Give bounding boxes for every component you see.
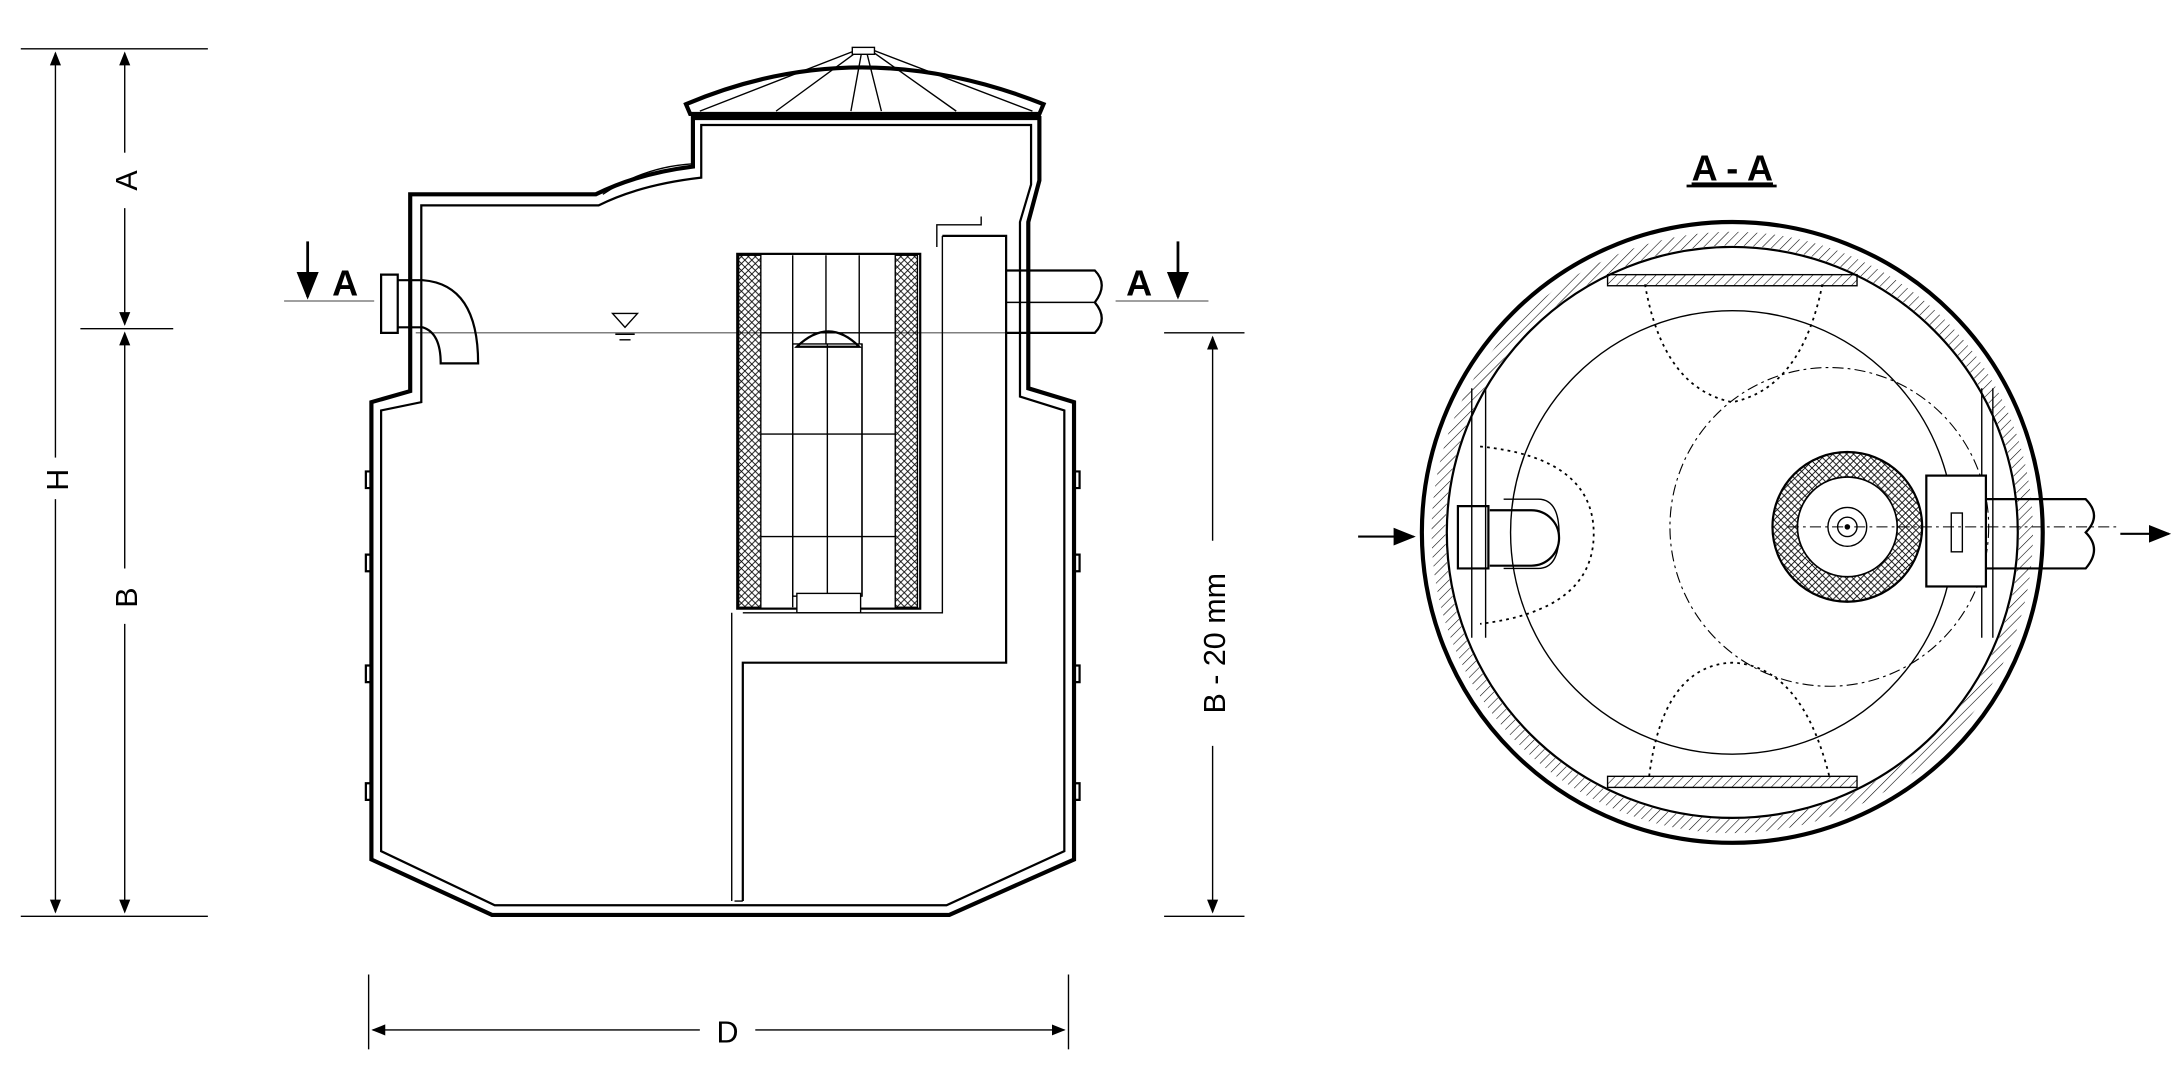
section-marker-left: A xyxy=(284,241,375,303)
section-title: A - A xyxy=(1692,147,1773,188)
dimension-a: A xyxy=(80,51,174,330)
tank-section-view xyxy=(364,46,1103,917)
dim-a-label: A xyxy=(110,170,144,191)
dimension-b-minus-20: B - 20 mm xyxy=(1164,332,1245,917)
svg-text:A: A xyxy=(1126,262,1152,303)
svg-text:A: A xyxy=(332,262,358,303)
dim-h-label: H xyxy=(41,469,75,491)
section-marker-right: A xyxy=(1115,241,1209,303)
dim-b20-label: B - 20 mm xyxy=(1198,573,1232,714)
section-a-a-view: A - A xyxy=(1358,147,2172,845)
dimension-b: B xyxy=(110,331,144,914)
dim-d-label: D xyxy=(717,1015,739,1049)
dimension-d: D xyxy=(367,974,1070,1049)
dim-b-label: B xyxy=(110,587,144,607)
dimension-h: H xyxy=(20,48,208,917)
